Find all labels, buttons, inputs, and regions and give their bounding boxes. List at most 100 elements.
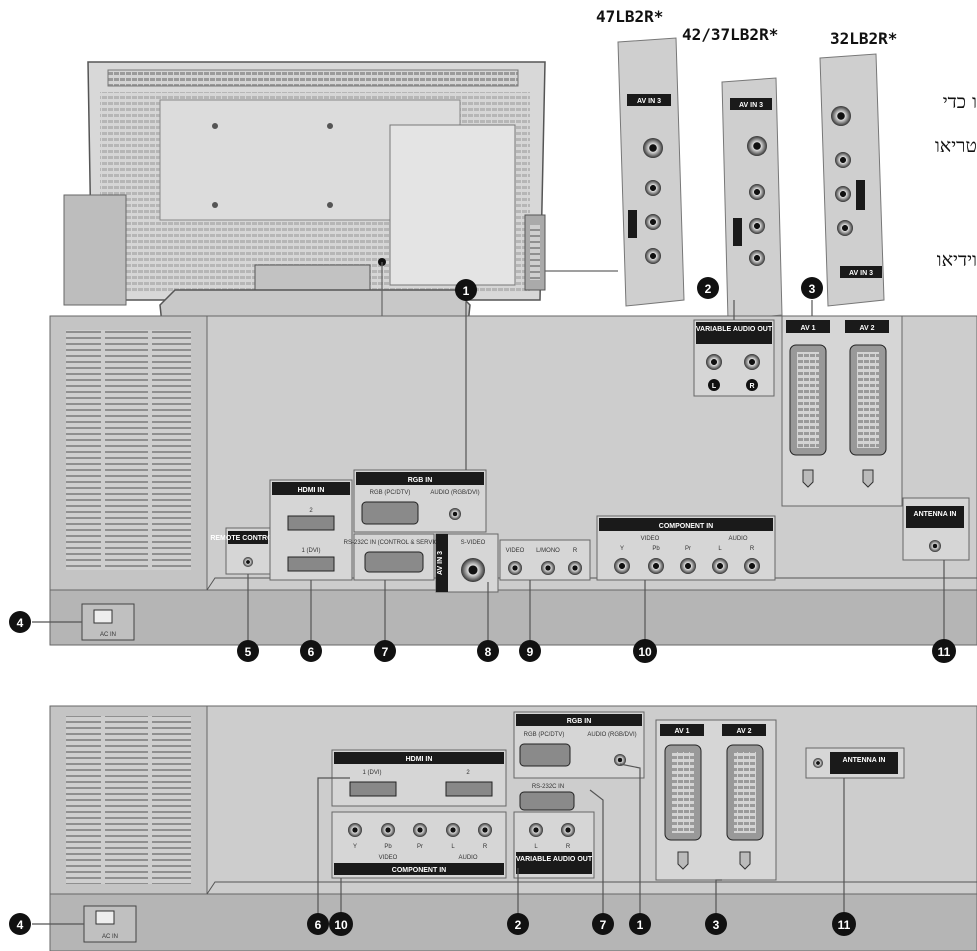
p2-antenna-label: ANTENNA IN: [843, 757, 886, 764]
p1-pr-label: Pr: [685, 546, 691, 552]
p2-pr-label: Pr: [417, 844, 423, 850]
p2-y-label: Y: [353, 844, 357, 850]
p1-comp-r-jack: [744, 558, 760, 574]
p2-comp-r-jack: [478, 823, 492, 837]
p1-audio-r-label: R: [573, 548, 578, 554]
p1-comp-pr-jack: [680, 558, 696, 574]
p2-vao-r-label: R: [566, 844, 571, 850]
callout-4-bottom: 4: [9, 913, 31, 935]
side42-audio-l-jack: [749, 218, 765, 234]
p1-y-label: Y: [620, 546, 624, 552]
p1-rgb-label: RGB (PC/DTV): [370, 490, 411, 496]
callout-9-top: 9: [519, 640, 541, 662]
p1-vao-l-jack: [706, 354, 722, 370]
rear-panel-1: AC IN REMOTE CONTROL IN HDMI IN 2 1 (DVI…: [49, 315, 977, 646]
p2-vao-r-jack: [561, 823, 575, 837]
side42-av-in-3: AV IN 3: [739, 102, 763, 109]
p2-comp-pr-jack: [413, 823, 427, 837]
p2-hdmi-1-label: 1 (DVI): [362, 770, 381, 776]
p1-vao-l-label: L: [712, 383, 717, 390]
p1-comp-audio-label: AUDIO: [728, 536, 747, 542]
model-label-32: 32LB2R*: [830, 29, 897, 48]
p2-comp-r-label: R: [483, 844, 488, 850]
p2-av1-label: AV 1: [674, 728, 689, 735]
p2-antenna-jack: [813, 758, 823, 768]
callout-11-top: 11: [932, 639, 956, 663]
svg-text:8: 8: [485, 645, 492, 659]
callout-5-top: 5: [237, 640, 259, 662]
side47-s-video-jack: [643, 138, 663, 158]
p1-vao-r-label: R: [749, 383, 754, 390]
p1-video-label: VIDEO: [506, 548, 525, 554]
side-panel-47: AV IN 3: [617, 37, 685, 307]
callout-2-bottom: 2: [507, 913, 529, 935]
p2-rgb-port: [519, 743, 571, 767]
p2-hdmi-2-label: 2: [466, 770, 470, 776]
p1-comp-r-label: R: [750, 546, 755, 552]
p1-ac-in-label: AC IN: [100, 632, 116, 638]
p1-pb-label: Pb: [652, 546, 660, 552]
p1-s-video-jack: [461, 558, 485, 582]
svg-text:6: 6: [315, 918, 322, 932]
p2-comp-pb-jack: [381, 823, 395, 837]
svg-text:7: 7: [382, 645, 389, 659]
svg-text:10: 10: [334, 918, 348, 932]
p2-comp-video-label: VIDEO: [379, 855, 398, 861]
p2-rs232c-label: RS-232C IN: [532, 784, 564, 790]
p1-component-in-label: COMPONENT IN: [659, 523, 713, 530]
svg-text:7: 7: [600, 918, 607, 932]
svg-text:1: 1: [637, 918, 644, 932]
callout-1-top: 1: [455, 279, 477, 301]
svg-text:4: 4: [17, 918, 24, 932]
p1-vao-r-jack: [744, 354, 760, 370]
p1-remote-jack: [243, 557, 253, 567]
p1-audio-l-jack: [541, 561, 555, 575]
p1-av2-label: AV 2: [859, 325, 874, 332]
p1-comp-l-jack: [712, 558, 728, 574]
p1-audio-rgb-jack: [449, 508, 461, 520]
p2-comp-y-jack: [348, 823, 362, 837]
svg-text:5: 5: [245, 645, 252, 659]
p2-audio-rgb-label: AUDIO (RGB/DVI): [587, 732, 636, 738]
p2-comp-audio-label: AUDIO: [458, 855, 477, 861]
p2-hdmi-1-port: [349, 781, 397, 797]
p1-hdmi-2-label: 2: [309, 508, 313, 514]
callout-2-top: 2: [697, 277, 719, 299]
p2-audio-rgb-jack: [614, 754, 626, 766]
p2-comp-l-label: L: [451, 844, 455, 850]
svg-text:1: 1: [463, 284, 470, 298]
svg-text:3: 3: [713, 918, 720, 932]
p2-rs232c-port: [519, 791, 575, 811]
callout-7-bottom: 7: [592, 913, 614, 935]
p2-vao-l-label: L: [534, 844, 538, 850]
callout-6-bottom: 6: [307, 913, 329, 935]
p1-hdmi-2-port: [287, 515, 335, 531]
side-panel-42-37: AV IN 3: [721, 77, 783, 321]
p2-comp-l-jack: [446, 823, 460, 837]
hebrew-text-line2: טריאו: [935, 135, 977, 157]
p2-vao-l-jack: [529, 823, 543, 837]
callout-7-top: 7: [374, 640, 396, 662]
side42-video-jack: [749, 184, 765, 200]
p1-av-in-3-label: AV IN 3: [437, 551, 444, 575]
side42-audio-r-jack: [749, 250, 765, 266]
p2-rgb-label: RGB (PC/DTV): [524, 732, 565, 738]
side47-av-in-3: AV IN 3: [637, 98, 661, 105]
p1-remote-label: REMOTE CONTROL IN: [210, 535, 285, 542]
side47-audio-l-jack: [645, 214, 661, 230]
callout-4-top: 4: [9, 611, 31, 633]
callout-3-top: 3: [801, 277, 823, 299]
p2-ac-in-label: AC IN: [102, 934, 118, 940]
svg-text:11: 11: [838, 918, 851, 932]
side32-audio-r-jack: [837, 220, 853, 236]
p1-s-video-label: S-VIDEO: [461, 540, 486, 546]
callout-8-top: 8: [477, 640, 499, 662]
p2-component-in-label: COMPONENT IN: [392, 867, 446, 874]
side-panel-32: AV IN 3: [819, 53, 885, 307]
model-label-47: 47LB2R*: [596, 7, 663, 26]
model-label-42-37: 42/37LB2R*: [682, 25, 778, 44]
p1-av1-label: AV 1: [800, 325, 815, 332]
p1-audio-lmono-label: L/MONO: [536, 548, 560, 554]
p1-rs232c-label: RS-232C IN (CONTROL & SERVICE): [344, 540, 445, 546]
callout-10-bottom: 10: [329, 912, 353, 936]
